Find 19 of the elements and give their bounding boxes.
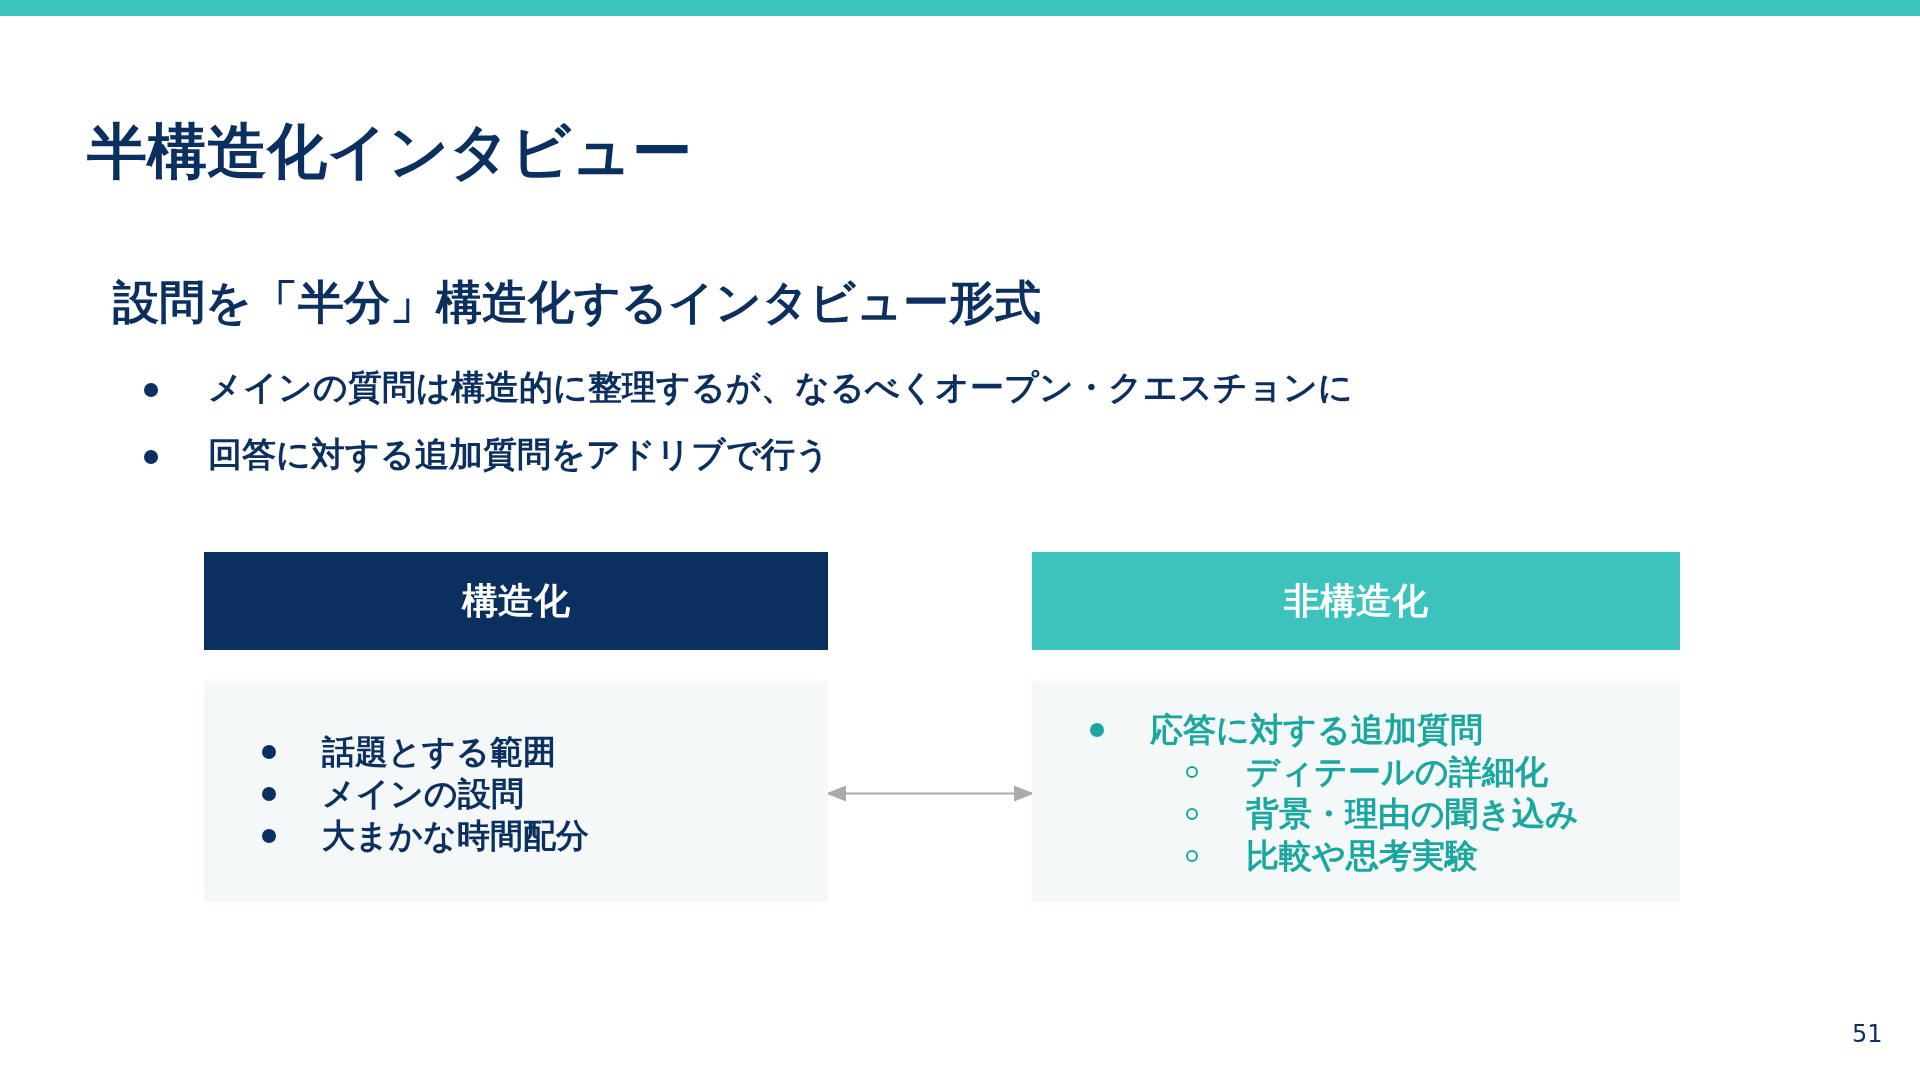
accent-bar xyxy=(0,0,1920,16)
bullet-text: 応答に対する追加質問 xyxy=(1150,709,1483,751)
bullet-text: メインの設問 xyxy=(322,773,524,815)
subtitle: 設問を「半分」構造化するインタビュー形式 xyxy=(113,274,1041,331)
bullet-text: ディテールの詳細化 xyxy=(1246,751,1548,793)
content-panel xyxy=(204,681,828,902)
bullet-text: 回答に対する追加質問をアドリブで行う xyxy=(208,433,830,476)
header-text: 非構造化 xyxy=(1283,579,1429,623)
column-header xyxy=(204,552,828,650)
bullet-text: 背景・理由の聞き込み xyxy=(1246,793,1579,835)
bullet-text: 話題とする範囲 xyxy=(322,731,556,773)
bullet-text: 大まかな時間配分 xyxy=(322,815,589,857)
page-number: 51 xyxy=(1852,1020,1883,1048)
header-text: 構造化 xyxy=(460,579,571,623)
content-panel xyxy=(1032,681,1680,902)
bullet-text: 比較や思考実験 xyxy=(1246,835,1478,877)
slide-title: 半構造化インタビュー xyxy=(87,115,692,188)
bullet-text: メインの質問は構造的に整理するが、なるべくオープン・クエスチョンに xyxy=(208,366,1353,409)
column-header xyxy=(1032,552,1680,650)
